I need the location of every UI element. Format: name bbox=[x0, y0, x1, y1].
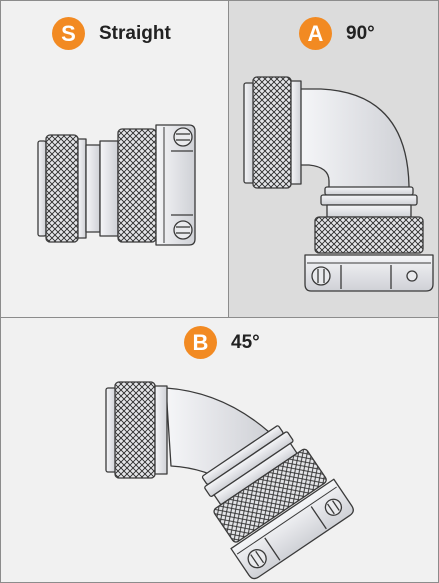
variant-cell-ninety: A 90° bbox=[229, 1, 438, 318]
variant-label-fortyfive: B 45° bbox=[184, 326, 260, 359]
right-angle-connector-icon bbox=[243, 76, 434, 292]
straight-connector-icon bbox=[37, 124, 196, 246]
variant-label-ninety: A 90° bbox=[299, 17, 375, 50]
variant-badge-fortyfive: B bbox=[184, 326, 217, 359]
forty-five-connector-icon bbox=[105, 381, 354, 580]
variant-cell-fortyfive: B 45° bbox=[1, 318, 438, 582]
variant-title-straight: Straight bbox=[99, 22, 171, 44]
variant-title-fortyfive: 45° bbox=[231, 331, 260, 353]
variant-title-ninety: 90° bbox=[346, 22, 375, 44]
variant-cell-straight: S Straight bbox=[1, 1, 229, 318]
variant-label-straight: S Straight bbox=[52, 17, 171, 50]
variant-badge-straight: S bbox=[52, 17, 85, 50]
variant-badge-ninety: A bbox=[299, 17, 332, 50]
